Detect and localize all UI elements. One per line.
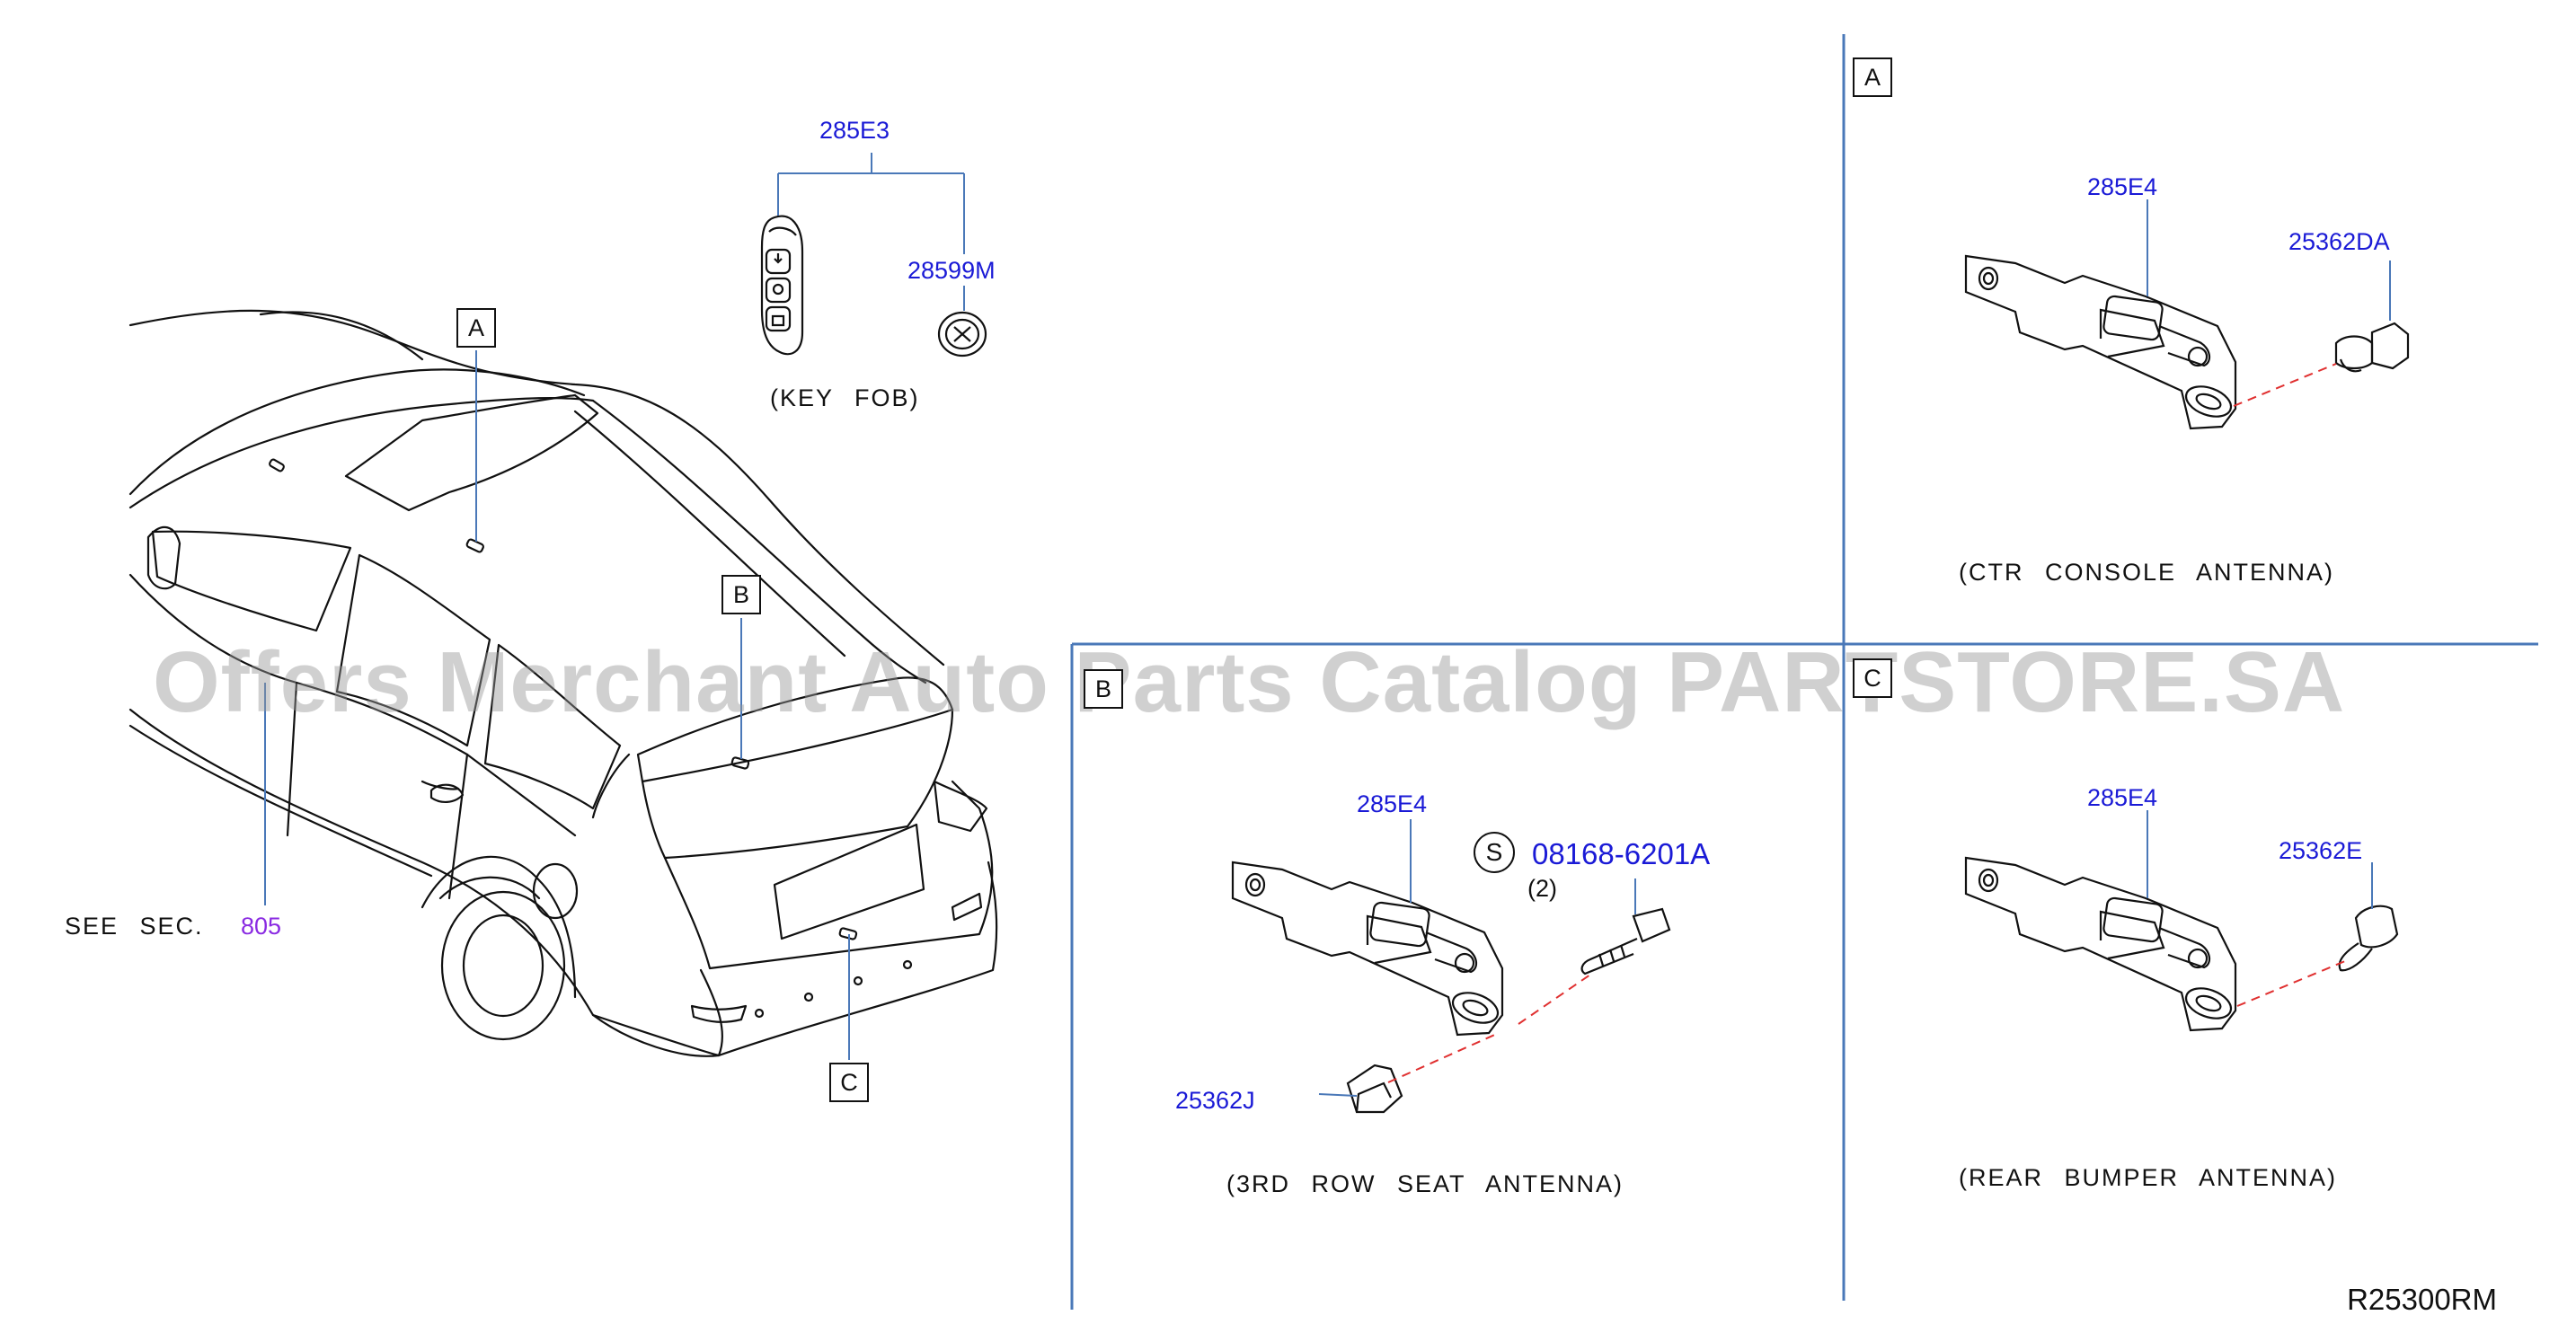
key-fob-leaders — [777, 153, 965, 311]
part-number-third-row-clip[interactable]: 25362J — [1175, 1087, 1255, 1114]
callout-box-b: B — [721, 575, 761, 614]
rear-bumper-leaders — [2147, 810, 2373, 1007]
section-box-a: A — [1853, 57, 1892, 97]
part-number-key-fob-set[interactable]: 285E3 — [819, 117, 890, 144]
third-row-leaders — [1318, 819, 1636, 1097]
vehicle-drawing — [128, 309, 998, 1057]
third-row-antenna-drawing — [1231, 861, 1671, 1114]
part-number-ctr-antenna[interactable]: 285E4 — [2087, 173, 2158, 200]
standard-part-symbol: S — [1474, 832, 1515, 873]
see-section-link[interactable]: 805 — [241, 913, 282, 940]
part-number-rear-clip[interactable]: 25362E — [2279, 837, 2363, 864]
ctr-console-leaders — [2147, 199, 2391, 407]
callout-box-a: A — [456, 308, 496, 348]
vehicle-leaders — [264, 350, 850, 1060]
part-number-third-row-antenna[interactable]: 285E4 — [1357, 790, 1428, 817]
part-number-screw[interactable]: 08168-6201A — [1532, 837, 1711, 870]
part-number-battery[interactable]: 28599M — [907, 257, 996, 284]
caption-ctr-console-antenna: (CTR CONSOLE ANTENNA) — [1959, 559, 2335, 586]
section-box-b: B — [1084, 669, 1123, 709]
part-number-rear-antenna[interactable]: 285E4 — [2087, 784, 2158, 811]
section-box-c: C — [1853, 658, 1892, 698]
callout-box-c: C — [829, 1063, 869, 1102]
part-number-ctr-clip[interactable]: 25362DA — [2288, 228, 2390, 255]
diagram-code: R25300RM — [2347, 1283, 2497, 1316]
key-fob-drawing — [760, 215, 987, 358]
caption-key-fob: (KEY FOB) — [770, 384, 920, 411]
caption-third-row-antenna: (3RD ROW SEAT ANTENNA) — [1226, 1170, 1624, 1197]
screw-quantity: (2) — [1527, 875, 1557, 902]
ctr-console-antenna-drawing — [1964, 254, 2410, 430]
caption-rear-bumper-antenna: (REAR BUMPER ANTENNA) — [1959, 1164, 2338, 1191]
see-section-label: SEE SEC. — [65, 913, 204, 940]
section-dividers — [1070, 34, 2538, 1310]
rear-bumper-antenna-drawing — [1964, 856, 2399, 1032]
